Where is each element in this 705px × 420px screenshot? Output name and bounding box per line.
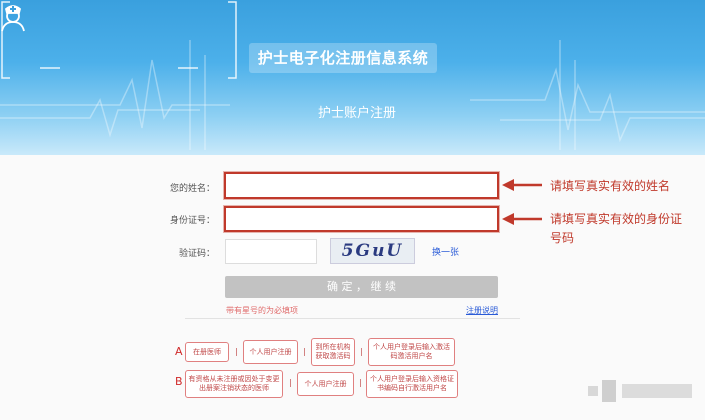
flow-b-step-1: 有资格从未注册或因处于变更出册案注销状态的医师 bbox=[185, 370, 283, 398]
system-title: 护士电子化注册信息系统 bbox=[249, 43, 437, 73]
id-hint-line2: 号码 bbox=[550, 231, 575, 245]
banner-heartbeat-decoration bbox=[0, 40, 705, 150]
flow-b-step-3: 个人用户登录后输入资格证书编码自行激活用户名 bbox=[366, 370, 458, 398]
id-arrow-icon bbox=[502, 213, 542, 225]
name-arrow-icon bbox=[502, 179, 542, 191]
id-label: 身份证号： bbox=[169, 216, 215, 226]
flow-separator: | bbox=[360, 347, 363, 356]
flow-separator: | bbox=[303, 347, 306, 356]
flow-separator: | bbox=[235, 347, 238, 356]
flow-a-step-1: 在册医师 bbox=[185, 342, 229, 362]
flow-a-step-4: 个人用户登录后输入激活码激活用户名 bbox=[368, 338, 455, 366]
captcha-image: 5GuU bbox=[330, 238, 415, 264]
refresh-captcha-link[interactable]: 换一张 bbox=[432, 248, 460, 258]
name-hint: 请填写真实有效的姓名 bbox=[550, 179, 671, 193]
title-frame bbox=[1, 1, 237, 79]
row-b-letter: B bbox=[175, 375, 183, 388]
name-field[interactable] bbox=[224, 172, 499, 199]
id-number-field[interactable] bbox=[224, 206, 499, 232]
flow-separator: | bbox=[289, 378, 292, 387]
page-subtitle: 护士账户注册 bbox=[318, 106, 397, 121]
name-label: 您的姓名： bbox=[169, 184, 215, 194]
captcha-field[interactable] bbox=[225, 239, 317, 264]
flow-b-step-2: 个人用户注册 bbox=[297, 372, 354, 396]
registration-help-link[interactable]: 注册说明 bbox=[466, 306, 498, 315]
captcha-label: 验证码： bbox=[178, 249, 215, 259]
nurse-icon bbox=[1, 5, 25, 32]
watermark-blur bbox=[588, 380, 692, 402]
row-a-letter: A bbox=[175, 345, 183, 358]
required-note: 带有星号的为必填项 bbox=[226, 306, 298, 315]
flow-a-step-2: 个人用户注册 bbox=[243, 340, 298, 364]
flow-separator: | bbox=[359, 378, 362, 387]
id-hint: 请填写真实有效的身份证 号码 bbox=[550, 210, 682, 248]
divider bbox=[185, 318, 520, 319]
submit-button[interactable]: 确 定 ， 继 续 bbox=[225, 276, 498, 298]
header-banner: 护士电子化注册信息系统 护士账户注册 bbox=[0, 0, 705, 155]
flow-a-step-3: 到所在机构获取激活码 bbox=[311, 338, 355, 366]
id-hint-line1: 请填写真实有效的身份证 bbox=[550, 212, 683, 226]
